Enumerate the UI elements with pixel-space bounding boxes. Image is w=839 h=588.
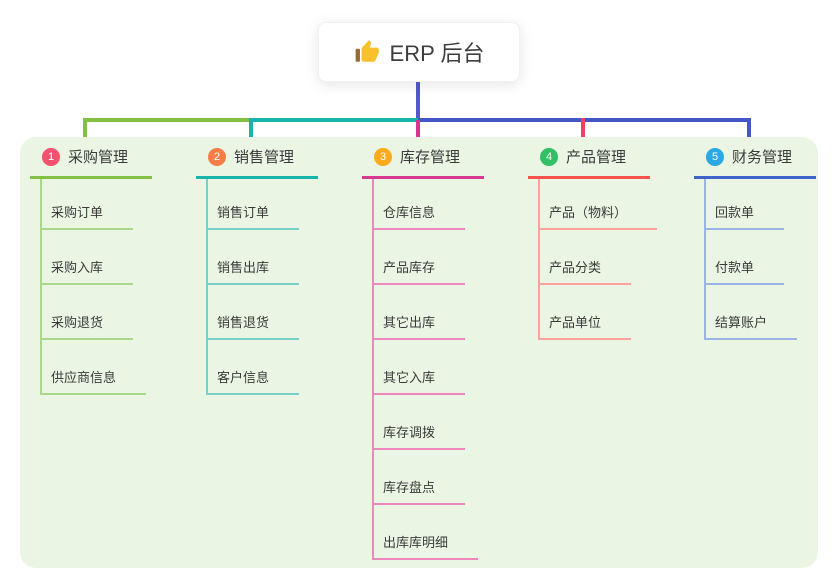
branch-children: 产品（物料）产品分类产品单位: [538, 178, 658, 340]
child-node[interactable]: 客户信息: [208, 340, 300, 395]
branch-children: 回款单付款单结算账户: [704, 178, 816, 340]
branch-number-badge: 5: [706, 148, 724, 166]
child-node[interactable]: 回款单: [706, 179, 785, 230]
branch-5: 5 财务管理 回款单付款单结算账户: [694, 147, 817, 340]
child-node[interactable]: 产品库存: [374, 230, 466, 285]
child-node[interactable]: 销售出库: [208, 230, 300, 285]
child-node[interactable]: 销售订单: [208, 179, 300, 230]
branch-4: 4 产品管理 产品（物料）产品分类产品单位: [528, 147, 658, 340]
child-node[interactable]: 产品单位: [540, 285, 632, 340]
child-node[interactable]: 库存调拨: [374, 395, 466, 450]
branch-title: 产品管理: [566, 148, 627, 166]
child-node[interactable]: 产品分类: [540, 230, 632, 285]
child-node[interactable]: 产品（物料）: [540, 179, 658, 230]
branch-number-badge: 3: [374, 148, 392, 166]
child-node[interactable]: 库存盘点: [374, 450, 466, 505]
branch-number-badge: 1: [42, 148, 60, 166]
child-node[interactable]: 结算账户: [706, 285, 798, 340]
branch-header[interactable]: 1 采购管理: [30, 148, 153, 179]
branch-header[interactable]: 2 销售管理: [196, 148, 319, 179]
branch-header[interactable]: 3 库存管理: [362, 148, 485, 179]
branch-number-badge: 4: [540, 148, 558, 166]
branch-3: 3 库存管理 仓库信息产品库存其它出库其它入库库存调拨库存盘点出库库明细: [362, 147, 485, 560]
branch-header[interactable]: 5 财务管理: [694, 148, 817, 179]
branch-header[interactable]: 4 产品管理: [528, 148, 651, 179]
branch-children: 采购订单采购入库采购退货供应商信息: [40, 178, 152, 395]
child-node[interactable]: 采购入库: [42, 230, 134, 285]
child-node[interactable]: 采购退货: [42, 285, 134, 340]
branch-1: 1 采购管理 采购订单采购入库采购退货供应商信息: [30, 147, 153, 395]
child-node[interactable]: 销售退货: [208, 285, 300, 340]
branch-title: 销售管理: [234, 148, 295, 166]
branch-children: 仓库信息产品库存其它出库其它入库库存调拨库存盘点出库库明细: [372, 178, 484, 560]
child-node[interactable]: 采购订单: [42, 179, 134, 230]
branch-title: 库存管理: [400, 148, 461, 166]
branch-title: 财务管理: [732, 148, 793, 166]
thumbs-up-icon: [354, 39, 380, 65]
branch-number-badge: 2: [208, 148, 226, 166]
child-node[interactable]: 其它入库: [374, 340, 466, 395]
root-title: ERP 后台: [389, 41, 485, 66]
child-node[interactable]: 供应商信息: [42, 340, 147, 395]
branch-children: 销售订单销售出库销售退货客户信息: [206, 178, 318, 395]
root-node[interactable]: ERP 后台: [318, 22, 520, 82]
branch-title: 采购管理: [68, 148, 129, 166]
child-node[interactable]: 出库库明细: [374, 505, 479, 560]
child-node[interactable]: 仓库信息: [374, 179, 466, 230]
child-node[interactable]: 其它出库: [374, 285, 466, 340]
branch-2: 2 销售管理 销售订单销售出库销售退货客户信息: [196, 147, 319, 395]
child-node[interactable]: 付款单: [706, 230, 785, 285]
mindmap-panel: 1 采购管理 采购订单采购入库采购退货供应商信息 2 销售管理 销售订单销售出库…: [20, 137, 818, 568]
